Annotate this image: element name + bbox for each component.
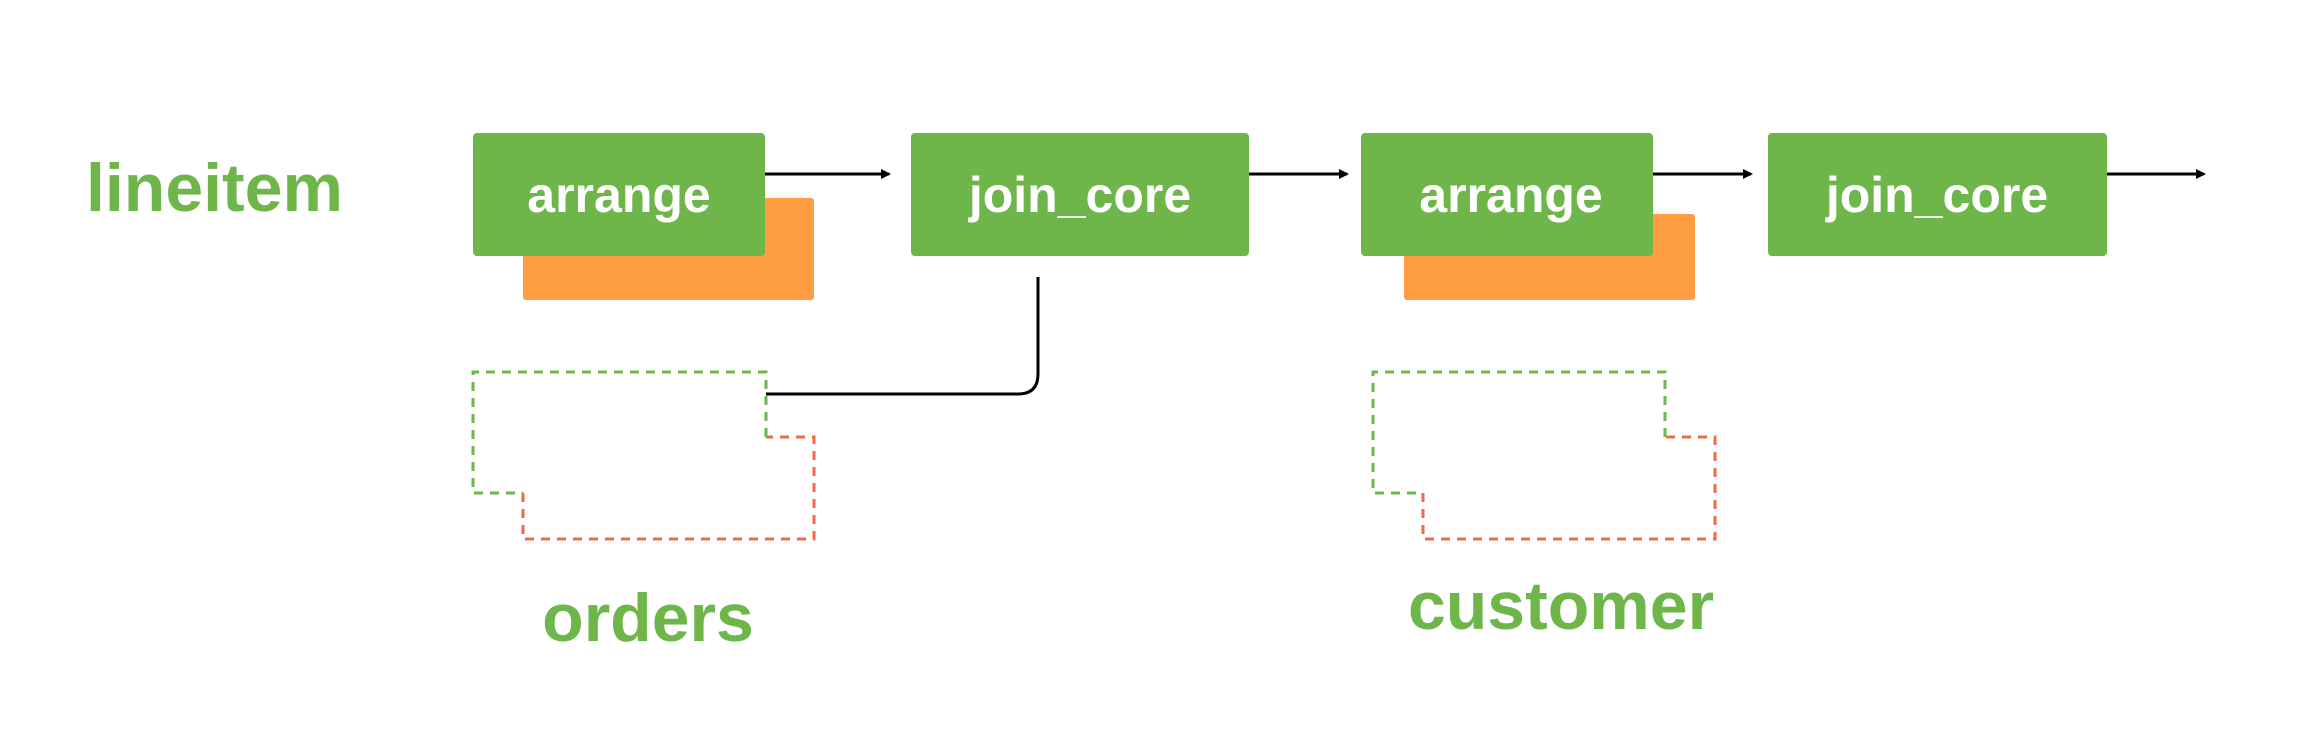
node-join-core-1[interactable]: join_core (911, 133, 1249, 256)
orders-input-shape (471, 370, 816, 541)
lineitem-label: lineitem (86, 150, 343, 226)
node-join-core-2[interactable]: join_core (1768, 133, 2107, 256)
node-arrange-2-label: arrange (1419, 167, 1602, 223)
customer-label: customer (1408, 568, 1714, 644)
edge-orders-to-join1 (766, 277, 1040, 396)
customer-input-shape (1371, 370, 1717, 541)
node-arrange-2[interactable]: arrange (1361, 133, 1653, 256)
orders-label: orders (542, 580, 754, 656)
node-join-core-1-label: join_core (968, 167, 1191, 223)
node-join-core-2-label: join_core (1825, 167, 2048, 223)
node-arrange-1-label: arrange (527, 167, 710, 223)
node-arrange-1[interactable]: arrange (473, 133, 765, 256)
